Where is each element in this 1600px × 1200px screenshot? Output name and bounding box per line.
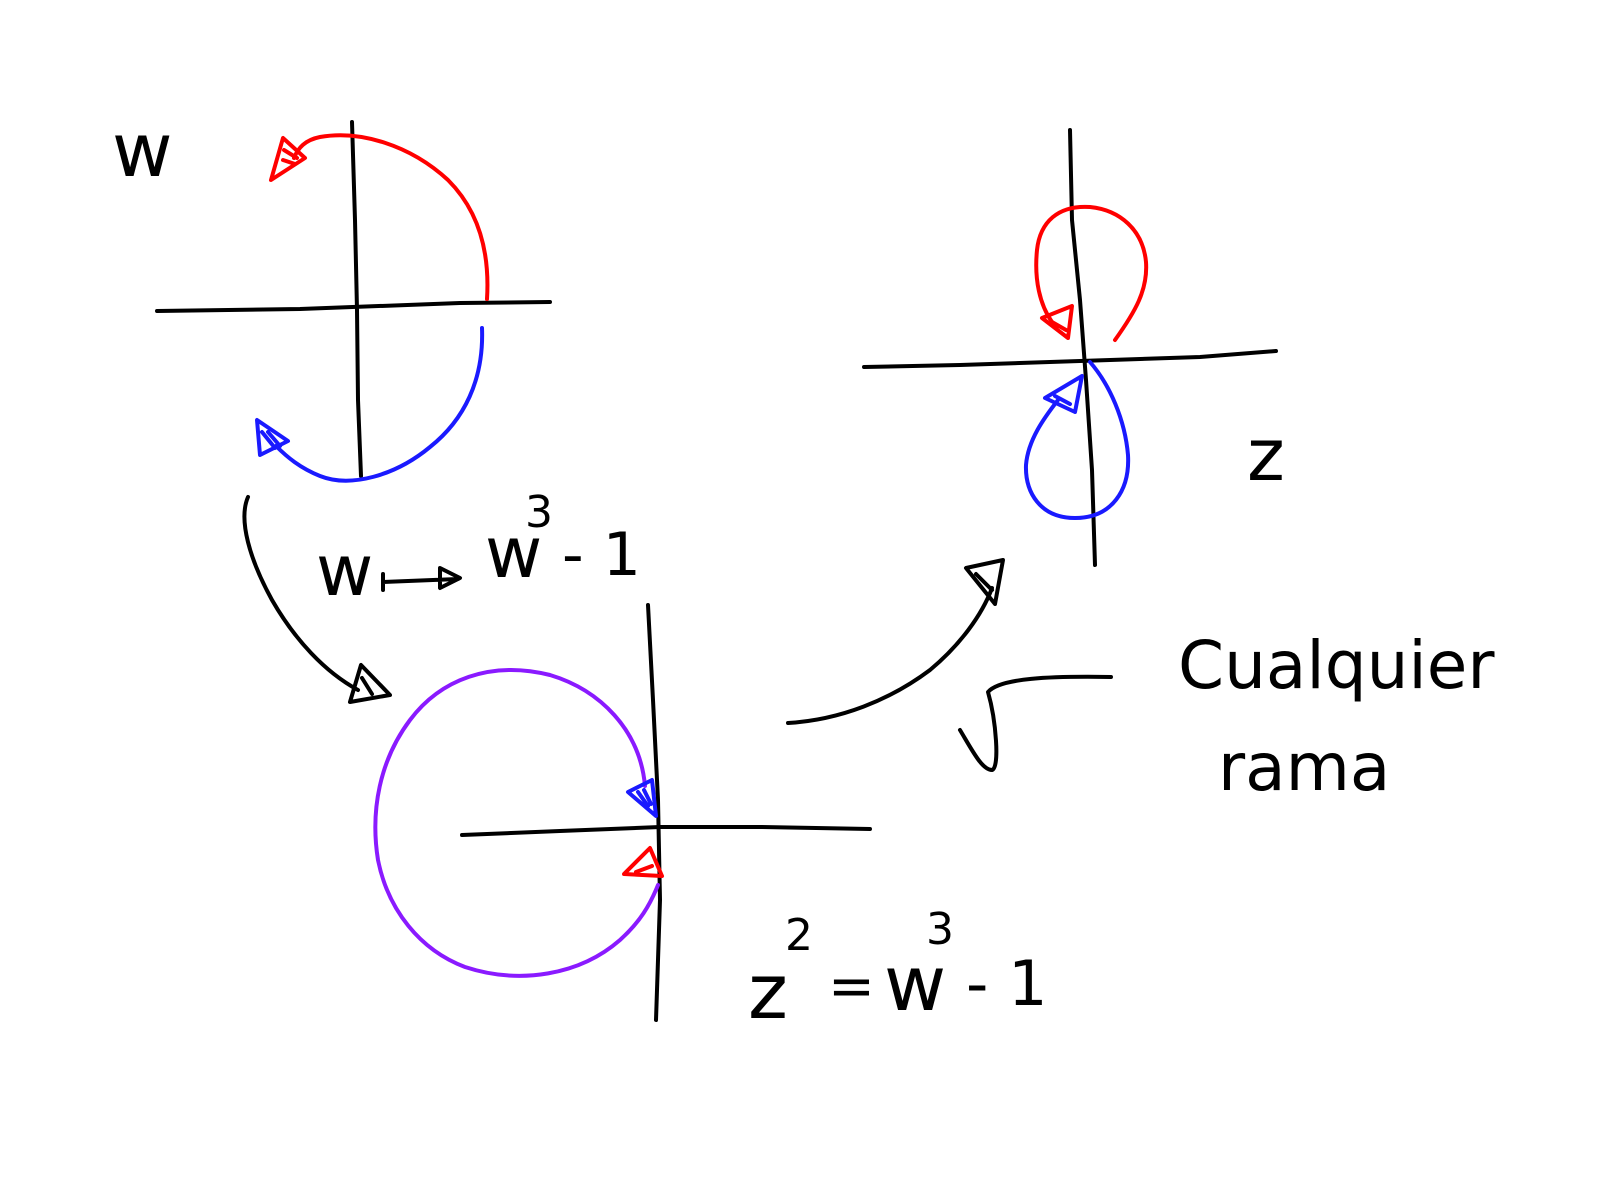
curved-arrow-down — [242, 495, 392, 704]
w-plane-x-axis — [155, 300, 552, 313]
curved-arrow-up-shaft — [786, 586, 994, 725]
equation-z-exponent: 2 — [785, 910, 813, 961]
root-note: Cualquier rama — [958, 627, 1495, 806]
curved-arrow-down-shaft — [242, 495, 360, 692]
z-plane-red-arrowhead-icon — [1040, 304, 1074, 340]
w-plane-label: w — [112, 108, 173, 194]
z-plane-red-loop — [1034, 204, 1149, 342]
equation-w-exponent: 3 — [926, 904, 954, 955]
curved-arrow-up — [786, 558, 1005, 725]
curved-arrow-up-head-icon — [964, 558, 1005, 606]
root-note-line2: rama — [1218, 729, 1390, 806]
square-root-icon — [958, 674, 1113, 772]
middle-plane-red-arrowhead-icon — [622, 846, 664, 878]
map-label-right-base: w — [485, 512, 542, 594]
w-plane-blue-arc — [274, 326, 485, 483]
equation-w: w — [884, 939, 946, 1028]
w-plane: w — [112, 108, 552, 483]
middle-plane-blue-arrowhead-icon — [626, 778, 658, 818]
map-label: w w 3 - 1 — [316, 487, 641, 612]
middle-plane-y-axis — [646, 603, 662, 1022]
z-plane-label: z — [1247, 413, 1285, 497]
equation-tail: - 1 — [966, 947, 1048, 1020]
middle-plane-purple-loop — [373, 668, 660, 978]
w-plane-y-axis — [350, 120, 363, 478]
map-label-right-tail: - 1 — [562, 520, 641, 590]
map-arrow-icon — [381, 566, 462, 592]
z-plane-blue-arrowhead-icon — [1043, 374, 1084, 414]
z-plane-x-axis — [862, 349, 1278, 369]
middle-plane-x-axis — [460, 825, 872, 837]
map-label-right-exponent: 3 — [525, 487, 553, 538]
curved-arrow-down-head-icon — [348, 663, 392, 704]
z-plane-y-axis — [1068, 128, 1097, 567]
equation-equals: = — [828, 954, 875, 1019]
middle-plane — [373, 603, 872, 1022]
map-label-left: w — [316, 530, 373, 612]
w-plane-blue-arrowhead-icon — [255, 418, 290, 457]
z-plane: z — [862, 128, 1285, 567]
w-plane-red-arrowhead-icon — [269, 136, 307, 182]
w-plane-red-arc — [292, 133, 490, 301]
equation-z: z — [748, 947, 788, 1036]
root-note-line1: Cualquier — [1178, 627, 1495, 704]
z-plane-blue-loop — [1023, 360, 1131, 520]
equation: z 2 = w 3 - 1 — [748, 904, 1048, 1036]
